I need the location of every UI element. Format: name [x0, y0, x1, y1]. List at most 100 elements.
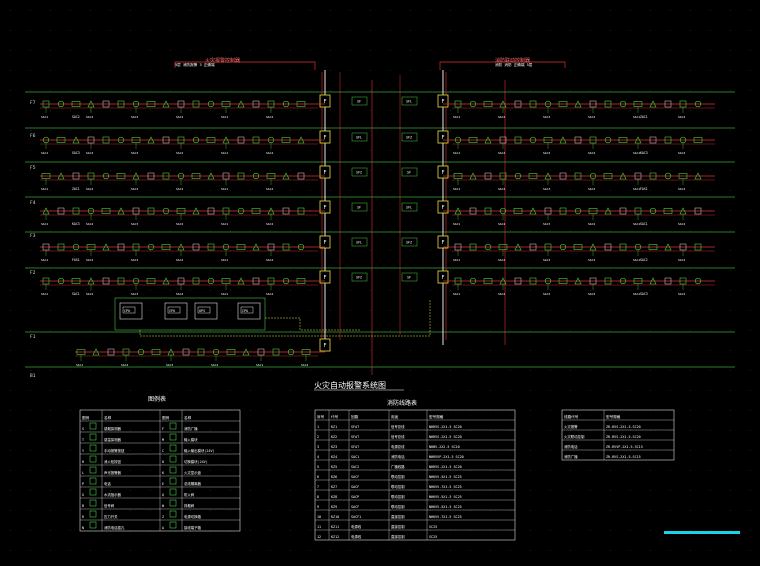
wiring-cell: SACF1 — [351, 515, 361, 519]
grid-dot — [490, 250, 491, 251]
grid-dot — [10, 430, 11, 431]
grid-dot — [170, 270, 171, 271]
grid-dot — [350, 10, 351, 11]
wiring-cell: 8 — [317, 495, 319, 499]
grid-dot — [110, 10, 111, 11]
wiring-cell: SC25 — [429, 525, 437, 529]
grid-dot — [50, 350, 51, 351]
legend-header: 图例 — [82, 415, 90, 420]
grid-dot — [470, 90, 471, 91]
alarm-icon — [619, 172, 627, 180]
grid-dot — [730, 10, 731, 11]
legend-symbol-icon — [89, 422, 97, 430]
module-icon — [131, 137, 141, 143]
grid-dot — [370, 510, 371, 511]
grid-dot — [10, 30, 11, 31]
grid-dot — [350, 370, 351, 371]
grid-dot — [110, 230, 111, 231]
grid-dot — [390, 130, 391, 131]
grid-dot — [50, 450, 51, 451]
grid-dot — [230, 10, 231, 11]
grid-dot — [230, 450, 231, 451]
grid-dot — [530, 510, 531, 511]
grid-dot — [430, 310, 431, 311]
grid-dot — [430, 290, 431, 291]
zone-label: SAC2 — [72, 115, 80, 119]
grid-dot — [30, 230, 31, 231]
wiring-cell: 联动控制 — [391, 474, 405, 479]
heat-detector-icon — [207, 100, 215, 108]
device-label: SAC1 — [453, 292, 460, 296]
grid-dot — [130, 50, 131, 51]
grid-dot — [610, 250, 611, 251]
smoke-detector-icon — [664, 136, 672, 144]
grid-dot — [470, 230, 471, 231]
smoke-detector-icon — [192, 100, 200, 108]
grid-dot — [130, 450, 131, 451]
grid-dot — [30, 190, 31, 191]
button-icon — [117, 243, 125, 251]
grid-dot — [450, 390, 451, 391]
grid-dot — [50, 470, 51, 471]
alarm-icon — [147, 136, 155, 144]
grid-dot — [150, 290, 151, 291]
grid-dot — [170, 430, 171, 431]
grid-dot — [410, 30, 411, 31]
grid-dot — [210, 530, 211, 531]
grid-dot — [390, 90, 391, 91]
grid-dot — [610, 230, 611, 231]
legend-symbol-icon — [169, 455, 177, 463]
grid-dot — [390, 50, 391, 51]
module-tag-label: SF — [357, 206, 361, 210]
grid-dot — [170, 90, 171, 91]
junction-box — [437, 200, 449, 214]
grid-dot — [170, 410, 171, 411]
grid-dot — [10, 470, 11, 471]
module-icon — [301, 349, 311, 355]
grid-dot — [230, 430, 231, 431]
legend-symbol-icon — [169, 422, 177, 430]
grid-dot — [410, 70, 411, 71]
grid-dot — [370, 550, 371, 551]
wiring-cell: 6 — [317, 475, 319, 479]
grid-dot — [670, 290, 671, 291]
grid-dot — [130, 210, 131, 211]
grid-dot — [590, 70, 591, 71]
grid-dot — [90, 30, 91, 31]
grid-dot — [370, 230, 371, 231]
heat-detector-icon — [192, 136, 200, 144]
grid-dot — [450, 310, 451, 311]
device-label: SAC1 — [221, 115, 228, 119]
grid-dot — [530, 90, 531, 91]
grid-dot — [730, 390, 731, 391]
legend-cell: T — [82, 438, 84, 442]
grid-dot — [450, 510, 451, 511]
grid-dot — [90, 550, 91, 551]
grid-dot — [430, 350, 431, 351]
module-tag-label: SFL — [356, 241, 362, 245]
grid-dot — [230, 310, 231, 311]
control-panel-label: CPU — [169, 309, 175, 313]
grid-dot — [70, 190, 71, 191]
grid-dot — [410, 330, 411, 331]
grid-dot — [670, 510, 671, 511]
wiring-cell: 1 — [317, 425, 319, 429]
wiring-cell: SC25 — [429, 535, 437, 539]
module-tag-label: SF — [357, 100, 361, 104]
grid-dot — [610, 150, 611, 151]
heat-detector-icon — [649, 207, 657, 215]
grid-dot — [370, 390, 371, 391]
legend-cell: 切换模块(24V) — [184, 459, 208, 464]
alarm-icon — [649, 277, 657, 285]
heat-detector-icon — [469, 277, 477, 285]
grid-dot — [30, 370, 31, 371]
wiring-header: 用途 — [391, 414, 399, 419]
grid-dot — [430, 470, 431, 471]
grid-dot — [70, 30, 71, 31]
grid-dot — [430, 70, 431, 71]
grid-dot — [310, 50, 311, 51]
grid-dot — [210, 150, 211, 151]
grid-dot — [50, 430, 51, 431]
device-label: SAC3 — [131, 292, 138, 296]
device-label: SAC1 — [221, 292, 228, 296]
